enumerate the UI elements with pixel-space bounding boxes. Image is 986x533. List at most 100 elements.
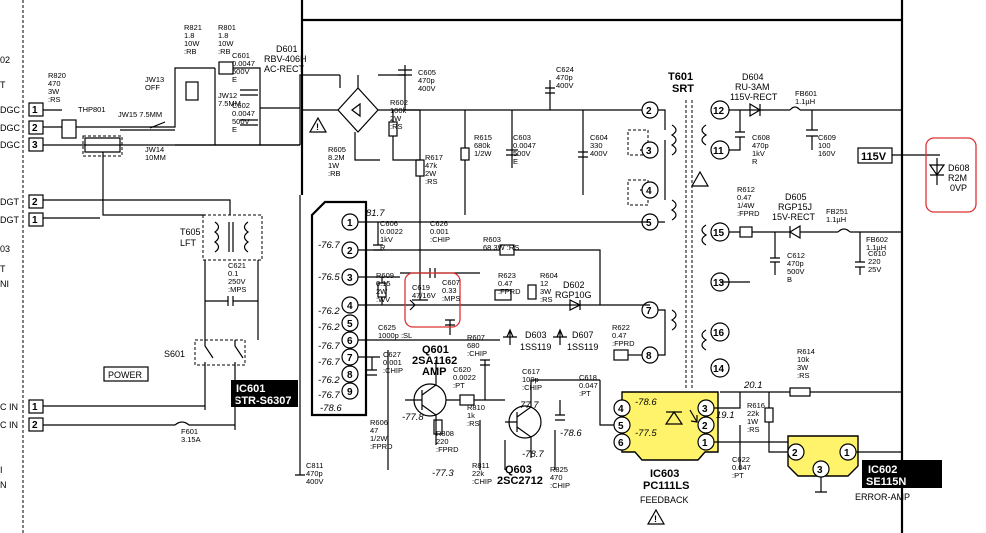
d602-part: RGP10G	[555, 290, 592, 300]
ic603-pin: 6	[618, 438, 624, 449]
voltage-label: -76.5	[318, 272, 340, 283]
q601-part: 2SA1162	[412, 355, 457, 367]
ic601-part: STR-S6307	[234, 395, 291, 407]
q603-transistor: Q603 2SC2712	[479, 379, 614, 487]
voltage-label: -76.7	[318, 341, 340, 352]
ic601-pin: 8	[347, 370, 353, 381]
left-connectors: 1 2 3 2 1 1 2 02 T DGC DGC DGC DGT DGT 0…	[0, 55, 44, 490]
ic602-pin: 1	[844, 448, 850, 459]
d601-part: RBV-406H	[264, 54, 307, 64]
voltage-label: -76.2	[318, 306, 340, 317]
t601-name: SRT	[672, 83, 694, 95]
d607-ref: D607	[572, 330, 594, 340]
t601-pin: 14	[713, 364, 725, 375]
ic601-pin: 6	[347, 336, 353, 347]
ic602-ref: IC602	[868, 464, 897, 476]
ic602-block: 2 3 1 IC602 SE115N ERROR-AMP	[764, 392, 942, 502]
voltage-label: -78.6	[320, 403, 342, 414]
d604-caption: 115V-RECT	[730, 92, 778, 102]
d608-part: R2M	[948, 173, 967, 183]
frame-lines	[22, 0, 904, 533]
voltage-label: -76.7	[318, 240, 340, 251]
component-label: JW15 7.5MM	[118, 110, 162, 119]
output-115v-label: 115V	[861, 151, 887, 163]
d603-ref: D603	[525, 330, 547, 340]
d604-part: RU-3AM	[735, 82, 770, 92]
t601-pin: 5	[646, 218, 652, 229]
s601-switch: S601 POWER	[43, 339, 246, 430]
q601-ref: Q601	[422, 344, 449, 356]
ic601-ref: IC601	[236, 383, 265, 395]
ic601-pin: 5	[347, 319, 353, 330]
d601-bridge: ! D601 RBV-406H AC-RECT	[264, 44, 650, 133]
output-15v	[720, 224, 902, 397]
s601-ref: S601	[164, 349, 185, 359]
left-label: I	[0, 465, 3, 475]
voltage-label: -76.2	[318, 375, 340, 386]
t601-pin: 16	[713, 328, 725, 339]
d605-caption: 15V-RECT	[772, 212, 816, 222]
ic601-pin: 3	[347, 273, 353, 284]
ic603-pin: 2	[702, 421, 708, 432]
left-label: DGT	[0, 215, 20, 225]
t601-pin: 4	[646, 186, 652, 197]
d603-part: 1SS119	[520, 342, 551, 352]
conn-pin: 2	[32, 197, 38, 208]
ic602-part: SE115N	[866, 476, 906, 488]
node-voltages: -78.6 -77.5 -77.8 -77.3 -78.7 -78.6 77.7…	[402, 380, 763, 479]
conn-pin: 2	[32, 420, 38, 431]
ic603-pin: 3	[702, 404, 708, 415]
t601-pin: 8	[646, 351, 652, 362]
ic601-block: IC601 STR-S6307	[231, 200, 368, 417]
ic603-caption: FEEDBACK	[640, 495, 689, 505]
ic603-pin: 4	[618, 404, 624, 415]
left-label: DGC	[0, 105, 21, 115]
left-label: 02	[0, 55, 10, 65]
t605-ref: T605	[180, 227, 201, 237]
ic603-ref: IC603	[650, 468, 679, 480]
ic602-pin: 2	[792, 448, 798, 459]
t601-pin: 11	[713, 146, 724, 157]
voltage-label: -77.8	[402, 412, 424, 423]
component-label: THP801	[78, 105, 106, 114]
voltage-label: 81.7	[366, 208, 385, 219]
left-label: DGC	[0, 123, 21, 133]
ic601-pin: 9	[347, 387, 353, 398]
left-label: T	[0, 80, 6, 90]
ic601-network	[295, 195, 650, 476]
left-label: C IN	[0, 402, 18, 412]
t601-ref: T601	[668, 71, 693, 83]
left-label: T	[0, 264, 6, 274]
conn-pin: 2	[32, 123, 38, 134]
d605-part: RGP15J	[778, 202, 812, 212]
t601-pin: 12	[713, 106, 725, 117]
left-label: DGT	[0, 197, 20, 207]
